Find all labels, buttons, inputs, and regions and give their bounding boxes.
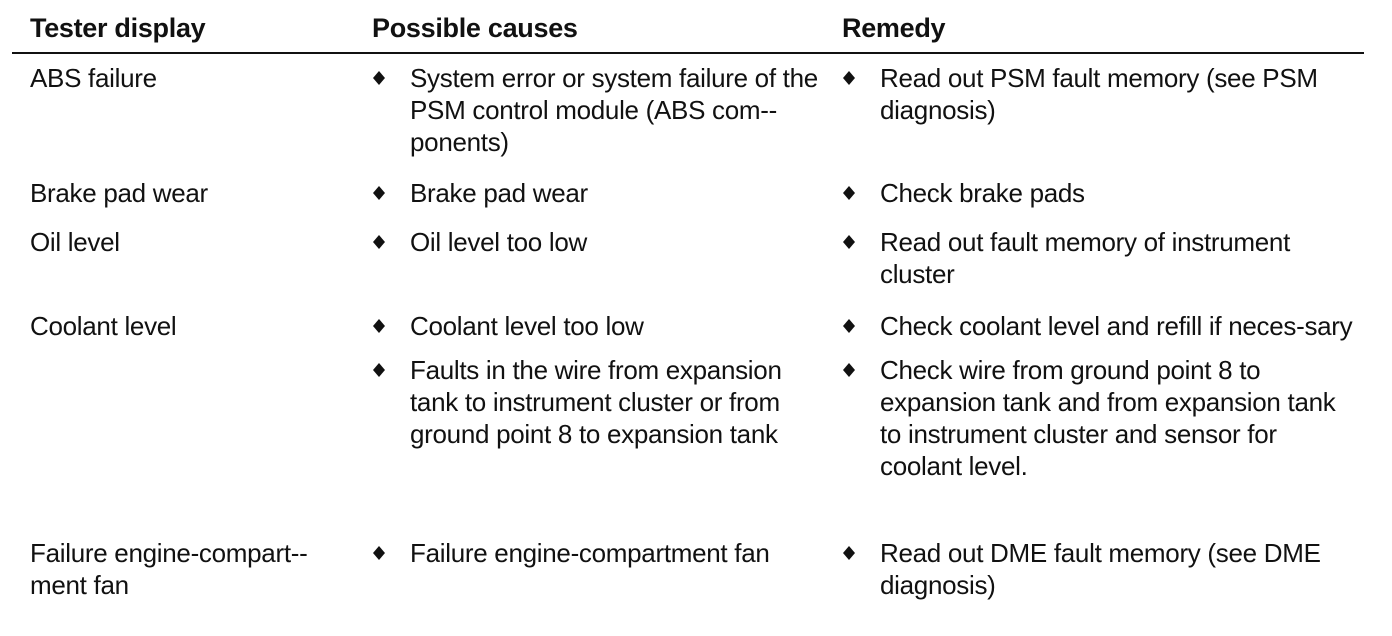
cause-text: System error or system failure of the PS… <box>410 63 818 157</box>
tester-display-cell: Brake pad wear <box>30 178 208 208</box>
causes-cell: Brake pad wear <box>372 177 832 209</box>
cause-item: Brake pad wear <box>372 177 832 209</box>
diamond-bullet-icon <box>372 537 386 569</box>
remedy-text: Read out PSM fault memory (see PSM diagn… <box>880 63 1318 125</box>
diamond-bullet-icon <box>372 354 386 386</box>
causes-cell: Failure engine-compartment fan <box>372 537 832 569</box>
remedy-item: Read out DME fault memory (see DME diagn… <box>842 537 1362 601</box>
cause-text: Coolant level too low <box>410 311 644 341</box>
remedy-item: Check brake pads <box>842 177 1362 209</box>
cause-item: Faults in the wire from expansion tank t… <box>372 354 832 450</box>
remedy-item: Read out fault memory of instrument clus… <box>842 226 1362 290</box>
tester-display-cell: Failure engine-compart-­ment fan <box>30 538 308 600</box>
diamond-bullet-icon <box>372 310 386 342</box>
cause-text: Faults in the wire from expansion tank t… <box>410 355 782 449</box>
diamond-bullet-icon <box>372 177 386 209</box>
cause-item: System error or system failure of the PS… <box>372 62 832 158</box>
diamond-bullet-icon <box>372 62 386 94</box>
remedy-text: Check wire from ground point 8 to expans… <box>880 355 1336 481</box>
header-divider <box>12 52 1364 54</box>
remedy-text: Check coolant level and refill if neces-… <box>880 311 1353 341</box>
header-possible-causes: Possible causes <box>372 13 578 43</box>
table-header: Tester display Possible causes Remedy <box>0 10 1392 50</box>
tester-display-cell: ABS failure <box>30 63 157 93</box>
diamond-bullet-icon <box>842 537 856 569</box>
header-remedy: Remedy <box>842 13 946 43</box>
remedy-item: Check wire from ground point 8 to expans… <box>842 354 1362 482</box>
tester-display-cell: Oil level <box>30 227 120 257</box>
cause-item: Oil level too low <box>372 226 832 258</box>
tester-display-cell: Coolant level <box>30 311 177 341</box>
diamond-bullet-icon <box>842 226 856 258</box>
remedies-cell: Read out DME fault memory (see DME diagn… <box>842 537 1362 601</box>
remedies-cell: Check brake pads <box>842 177 1362 209</box>
remedy-item: Check coolant level and refill if neces-… <box>842 310 1362 342</box>
header-tester-display: Tester display <box>30 13 206 43</box>
cause-text: Failure engine-compartment fan <box>410 538 770 568</box>
remedy-text: Check brake pads <box>880 178 1085 208</box>
remedy-text: Read out DME fault memory (see DME diagn… <box>880 538 1321 600</box>
diamond-bullet-icon <box>842 62 856 94</box>
diamond-bullet-icon <box>842 177 856 209</box>
causes-cell: Coolant level too low Faults in the wire… <box>372 310 832 450</box>
diamond-bullet-icon <box>842 310 856 342</box>
cause-item: Coolant level too low <box>372 310 832 342</box>
remedy-item: Read out PSM fault memory (see PSM diagn… <box>842 62 1362 126</box>
diamond-bullet-icon <box>372 226 386 258</box>
diamond-bullet-icon <box>842 354 856 386</box>
remedies-cell: Read out PSM fault memory (see PSM diagn… <box>842 62 1362 126</box>
cause-text: Oil level too low <box>410 227 587 257</box>
causes-cell: System error or system failure of the PS… <box>372 62 832 158</box>
remedy-text: Read out fault memory of instrument clus… <box>880 227 1291 289</box>
remedies-cell: Read out fault memory of instrument clus… <box>842 226 1362 290</box>
remedies-cell: Check coolant level and refill if neces-… <box>842 310 1362 482</box>
cause-text: Brake pad wear <box>410 178 588 208</box>
causes-cell: Oil level too low <box>372 226 832 258</box>
cause-item: Failure engine-compartment fan <box>372 537 832 569</box>
